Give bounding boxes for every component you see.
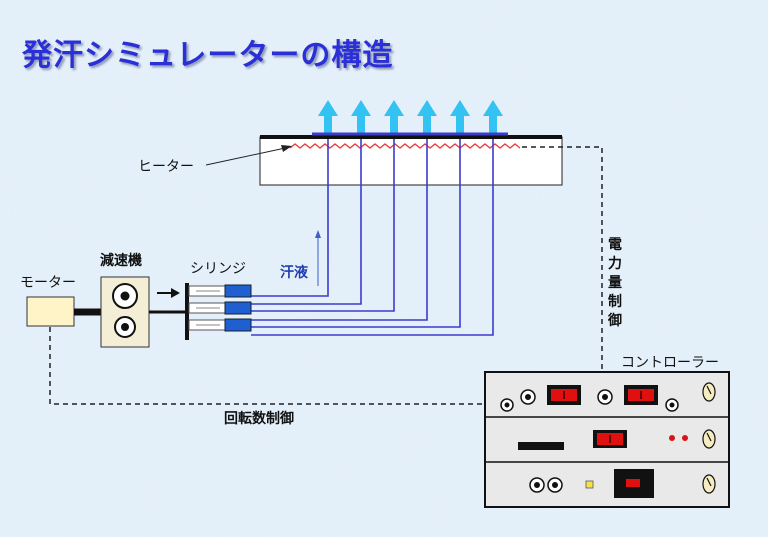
jack-icon [520, 389, 536, 405]
heater-label: ヒーター [138, 159, 194, 175]
up-arrow-icon [351, 100, 371, 134]
sweat-tubes [251, 139, 494, 336]
indicator-led [682, 435, 688, 441]
syringe-array [185, 283, 252, 340]
syringe [188, 284, 252, 298]
controller-label: コントローラー [621, 355, 719, 371]
up-arrow-icon [417, 100, 437, 134]
up-arrow-icon [318, 100, 338, 134]
jack-icon [597, 389, 613, 405]
motor-box [26, 296, 75, 327]
up-arrow-icon [384, 100, 404, 134]
power-switch [593, 430, 627, 448]
evaporation-arrows [318, 100, 503, 134]
up-arrow-icon [450, 100, 470, 134]
control-lines [49, 146, 603, 405]
knob-icon [702, 474, 716, 494]
syringe-label: シリンジ [190, 261, 246, 277]
heater-pointer [205, 146, 291, 166]
heater-block [259, 136, 563, 186]
jack-icon [665, 398, 679, 412]
power-control-label: 電力量制御 [608, 237, 622, 329]
syringe [188, 301, 252, 315]
knob-icon [702, 429, 716, 449]
indicator-lamp [585, 480, 594, 489]
up-arrow-icon [483, 100, 503, 134]
jack-icon [500, 398, 514, 412]
sweat-label: 汗液 [280, 265, 308, 281]
rotation-control-label: 回転数制御 [224, 411, 294, 427]
power-switch [547, 385, 581, 405]
power-switch [624, 385, 658, 405]
indicator-led [669, 435, 675, 441]
page-title: 発汗シミュレーターの構造 [22, 38, 394, 73]
jack-icon [547, 477, 563, 493]
motor-label: モーター [20, 275, 76, 291]
syringe [188, 318, 252, 332]
display-slot [518, 442, 564, 450]
reducer-label: 減速機 [100, 253, 142, 269]
knob-icon [702, 382, 716, 402]
main-switch [614, 469, 654, 498]
controller-unit [484, 371, 730, 508]
jack-icon [529, 477, 545, 493]
